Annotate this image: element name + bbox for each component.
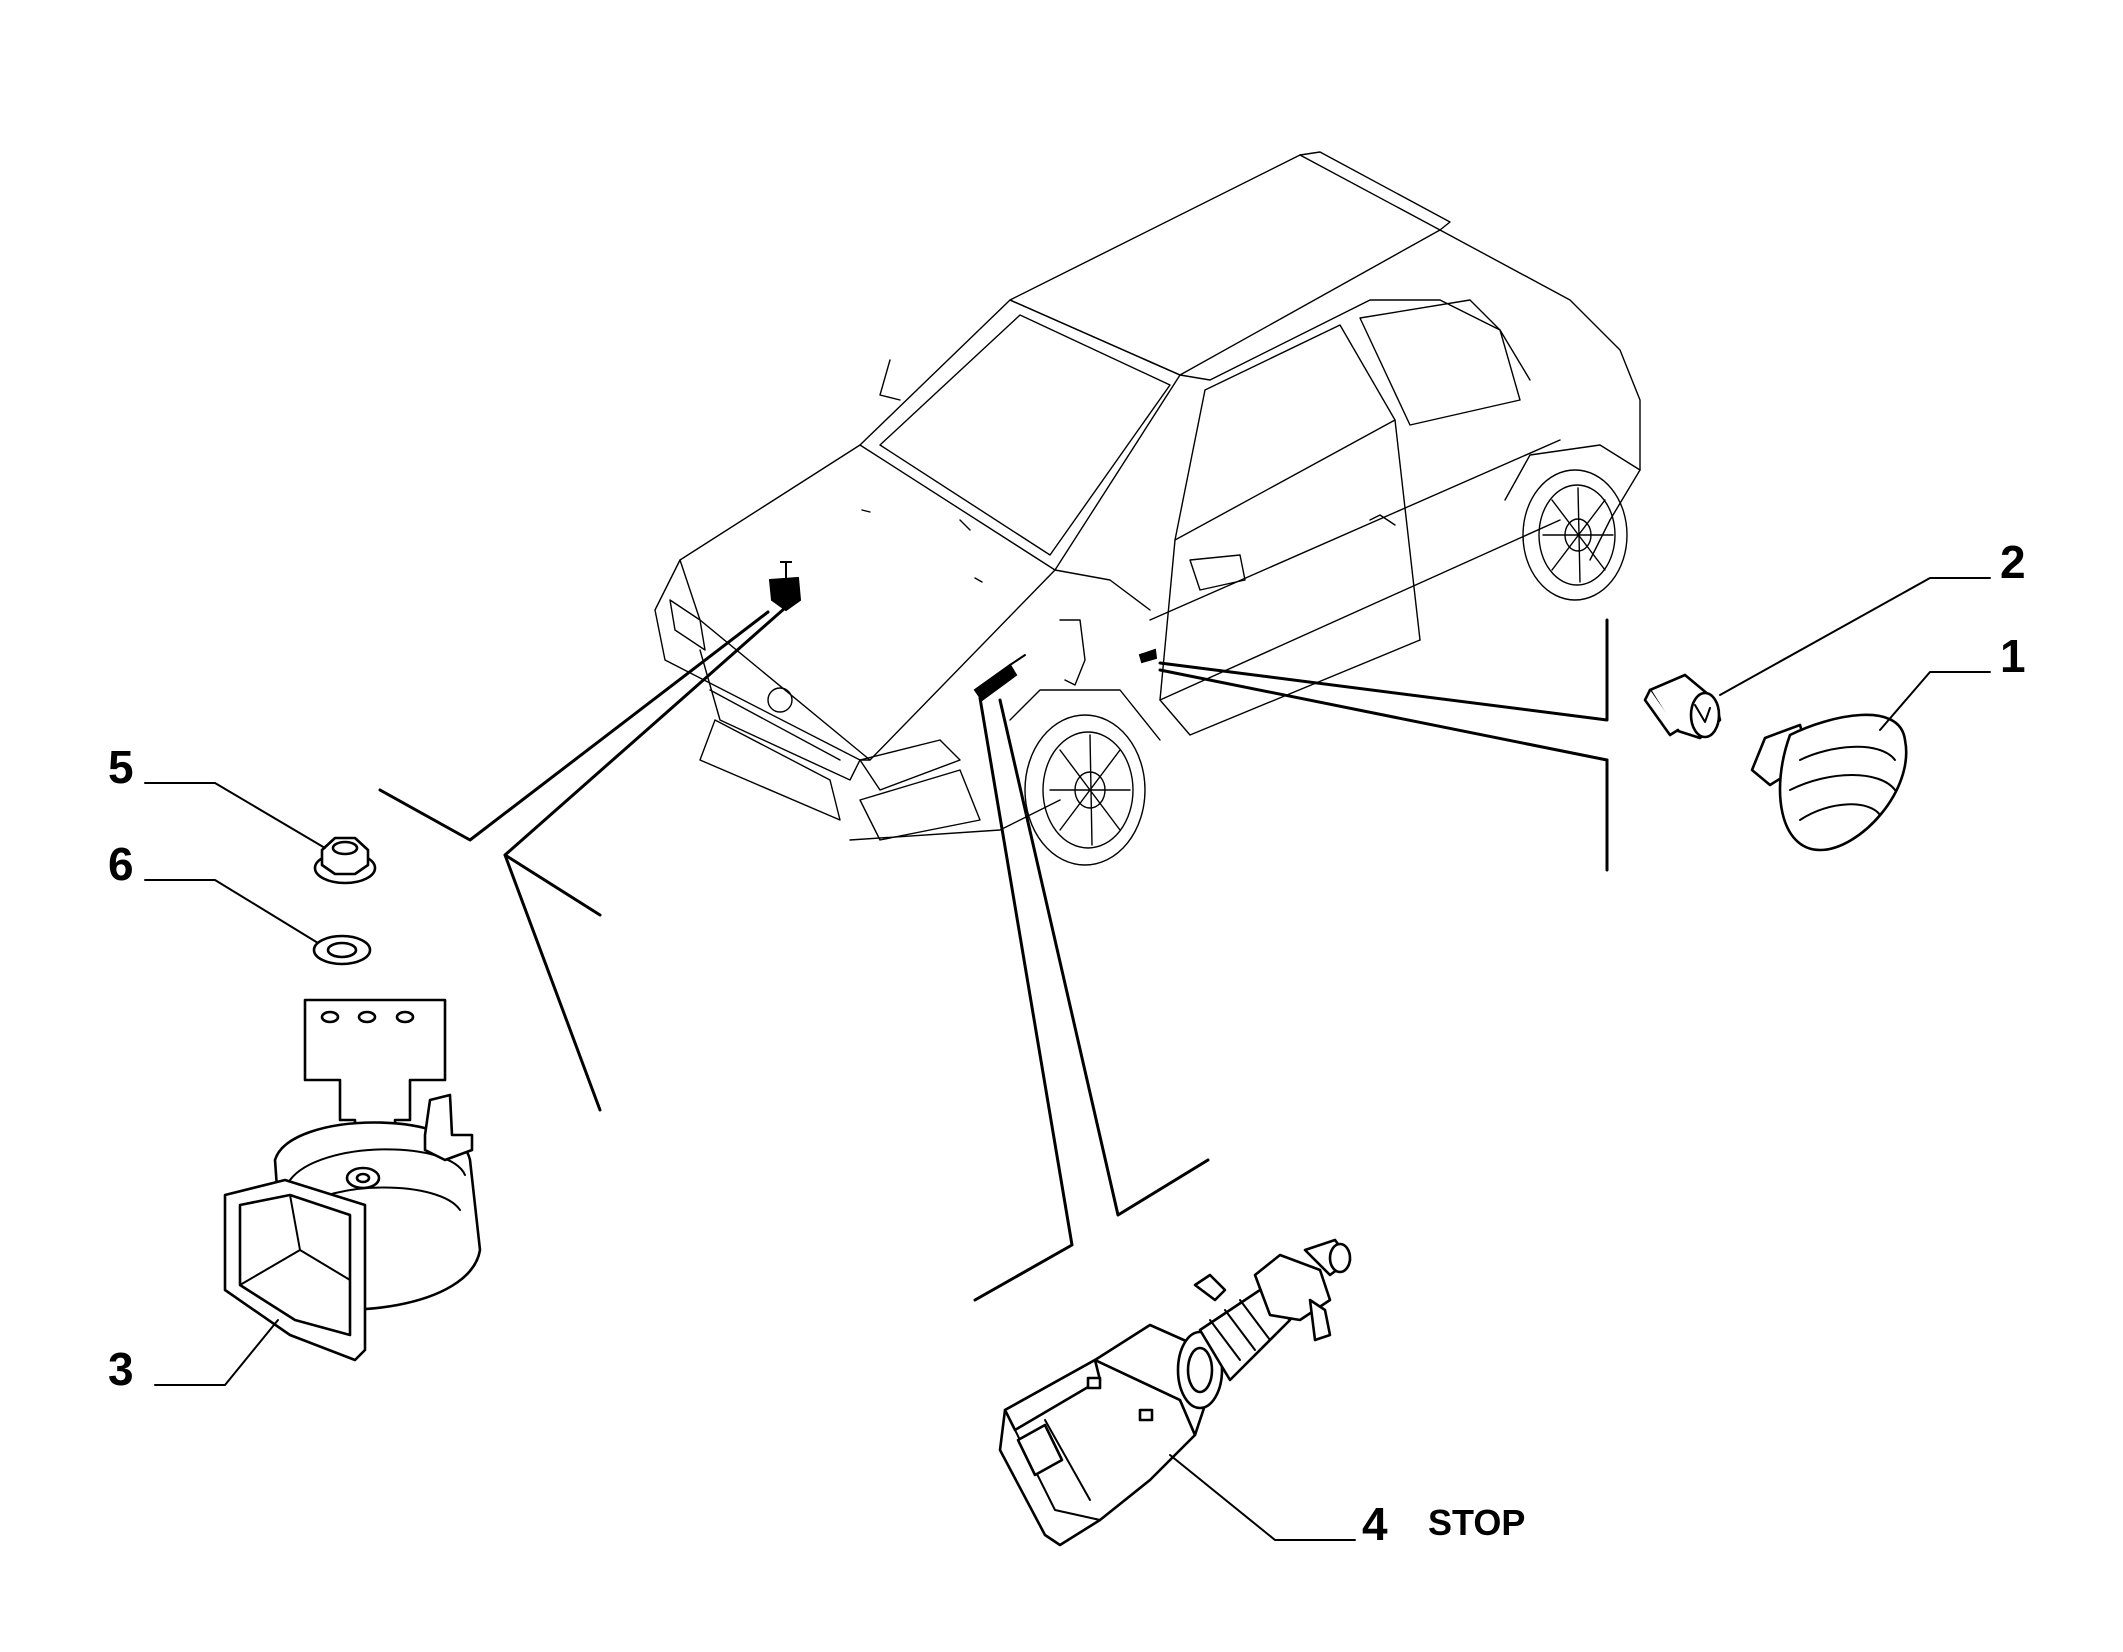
washer — [312, 934, 372, 966]
callout-number-2: 2 — [2000, 536, 2026, 588]
callout-number-1: 1 — [2000, 630, 2026, 682]
callout-number-4: 4 — [1362, 1498, 1388, 1550]
flange-nut — [313, 836, 377, 885]
stop-switch — [998, 1238, 1352, 1547]
callout-labels: 1 2 3 4 STOP 5 6 — [108, 536, 2026, 1550]
callout-leaders — [144, 577, 1991, 1541]
reference-lines — [378, 606, 1609, 1302]
callout-number-3: 3 — [108, 1343, 134, 1395]
horn — [223, 998, 482, 1362]
location-markers — [768, 561, 1158, 702]
car-illustration — [654, 151, 1641, 866]
callout-number-5: 5 — [108, 741, 134, 793]
side-indicator-lamp — [1750, 713, 1908, 852]
callout-label-stop: STOP — [1428, 1502, 1525, 1543]
callout-number-6: 6 — [108, 838, 134, 890]
bulb — [1643, 673, 1722, 740]
